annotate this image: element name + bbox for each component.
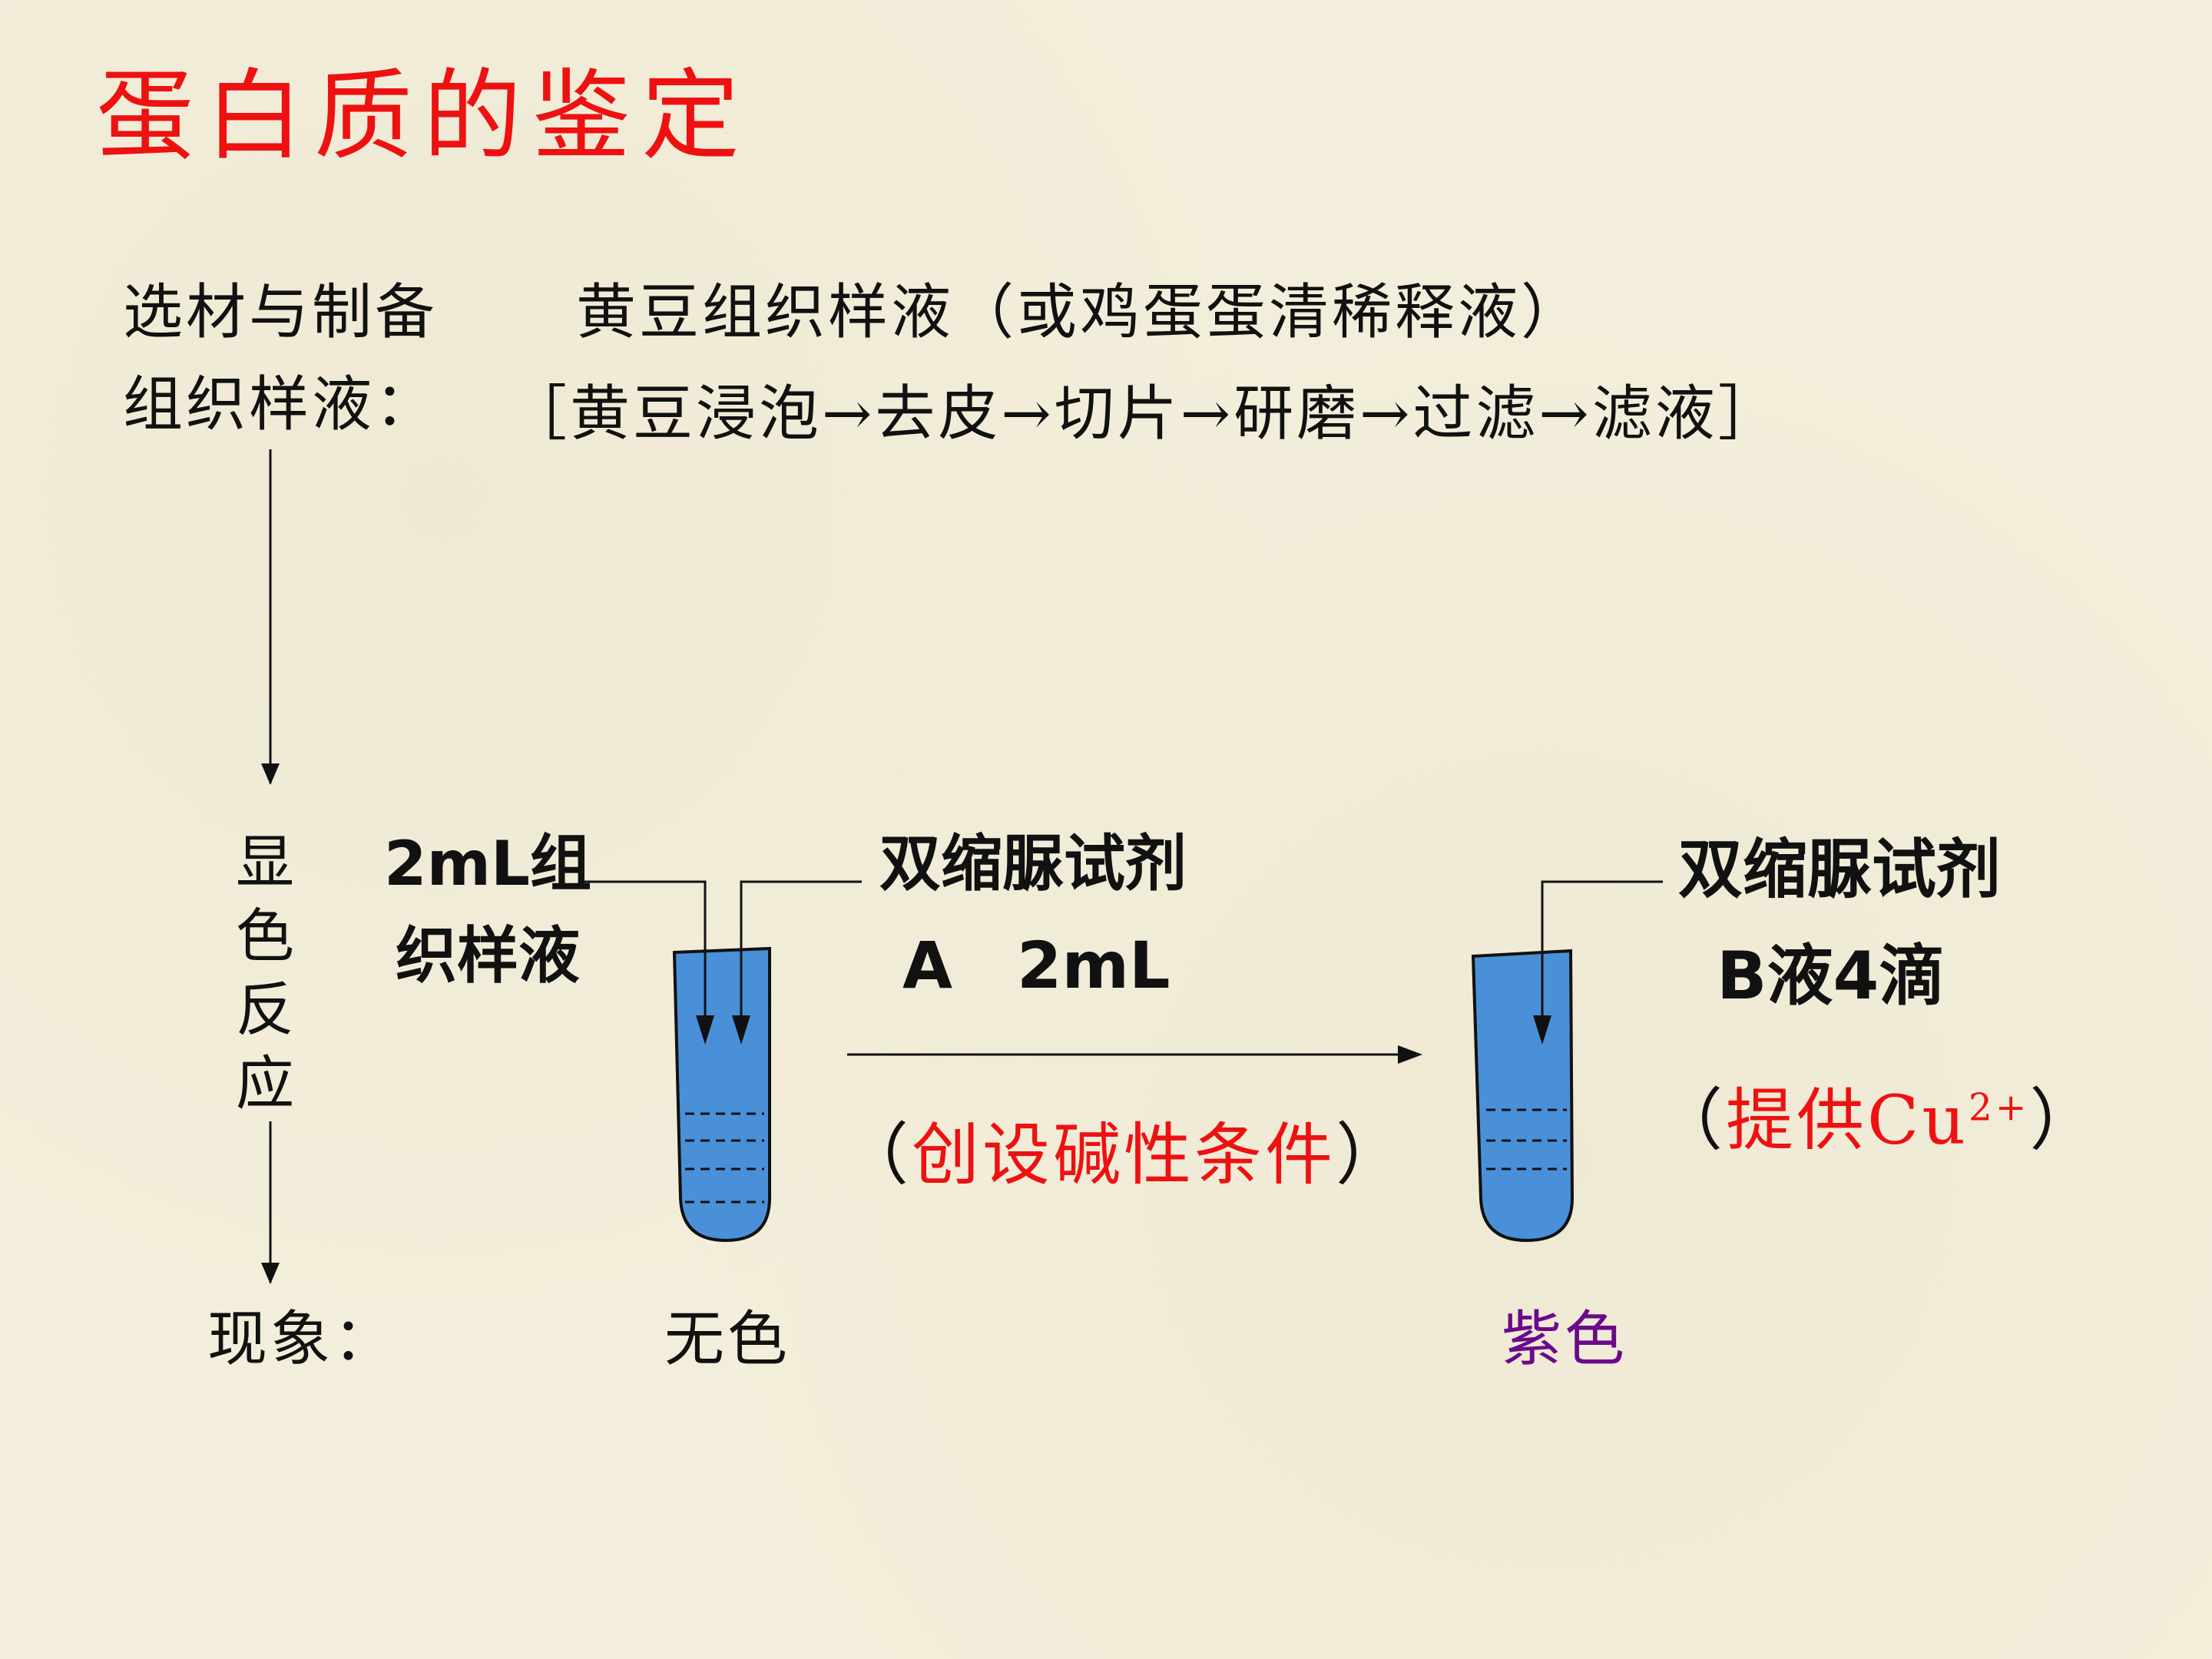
reagent-b-leader-arrow xyxy=(1533,880,1663,1045)
left-tube-label-1: 2mL组 xyxy=(384,828,591,899)
material-value: 黄豆组织样液（或鸡蛋蛋清稀释液） xyxy=(576,278,1584,347)
phenomenon-left: 无色 xyxy=(664,1305,791,1374)
page-title: 蛋白质的鉴定 xyxy=(96,59,751,174)
reagent-a-leader-arrow xyxy=(732,880,862,1045)
reaction-char: 色 xyxy=(236,902,294,970)
reagent-b-note-open: （ xyxy=(1655,1081,1727,1160)
reagent-b-line1: 双缩脲试剂 xyxy=(1678,832,2002,907)
reagent-a-line1: 双缩脲试剂 xyxy=(879,828,1187,899)
reagent-b-note-sup: 2+ xyxy=(1969,1086,2030,1130)
reagent-b-note-text: 提供Cu xyxy=(1726,1081,1969,1160)
phenomenon-label: 现象： xyxy=(207,1305,397,1374)
reagent-b-line2: B液4滴 xyxy=(1717,938,1945,1015)
reagent-b-note-close: ） xyxy=(2029,1081,2101,1160)
phenomenon-right: 紫色 xyxy=(1502,1305,1628,1374)
sample-leader-arrow xyxy=(584,880,714,1045)
reagent-a-note-open: （ xyxy=(841,1115,912,1194)
reaction-char: 显 xyxy=(236,828,294,896)
reagent-a-note-text: 创设碱性条件 xyxy=(912,1115,1336,1194)
reagent-a-line2: A 2mL xyxy=(902,928,1171,1003)
right-test-tube xyxy=(1471,949,1575,1243)
reaction-char: 反 xyxy=(236,975,294,1044)
reaction-label: 显 色 反 应 xyxy=(234,826,296,1121)
reagent-b-note: （提供Cu2+） xyxy=(1655,1087,2100,1154)
sample-steps: ［黄豆浸泡→去皮→切片→研磨→过滤→滤液］ xyxy=(507,379,1781,449)
reaction-char: 应 xyxy=(236,1049,294,1118)
left-tube-label-2: 织样液 xyxy=(396,920,580,992)
reagent-a-note-close: ） xyxy=(1336,1115,1407,1194)
sample-label: 组织样液： xyxy=(123,370,439,439)
left-test-tube xyxy=(672,946,771,1243)
process-arrow xyxy=(847,1045,1422,1064)
reagent-a-note: （创设碱性条件） xyxy=(841,1121,1406,1189)
material-label: 选材与制备 xyxy=(123,278,439,347)
